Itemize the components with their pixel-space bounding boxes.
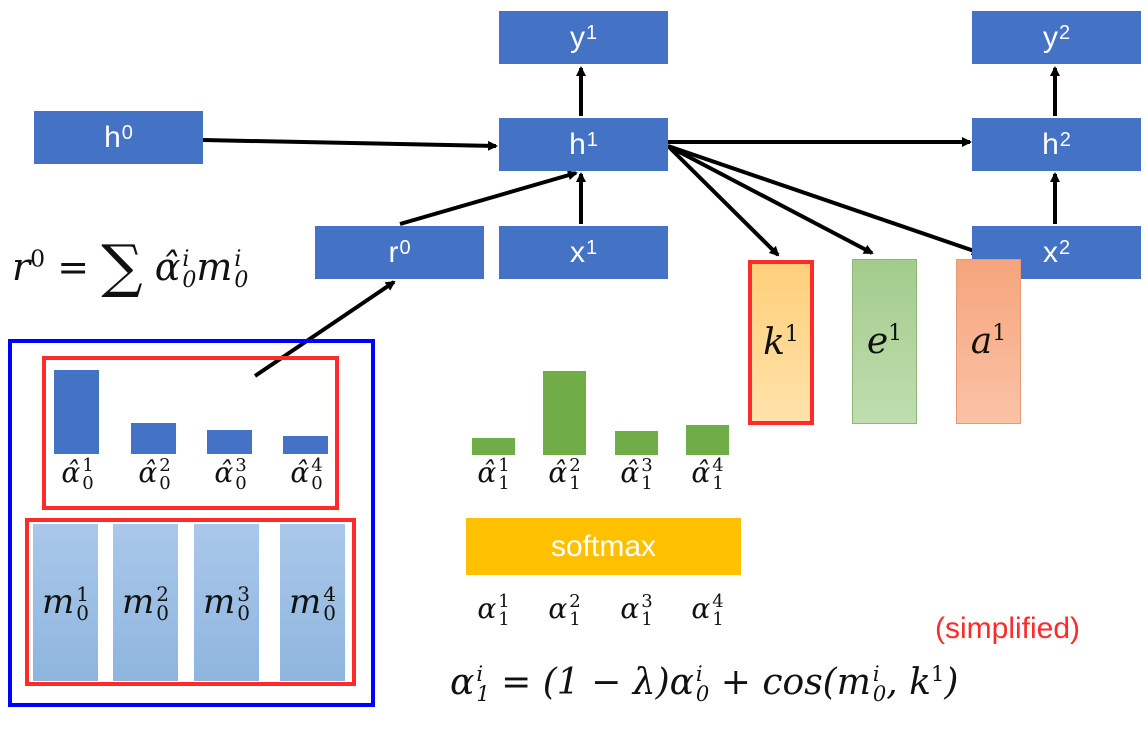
memory-cells-highlight-frame (25, 518, 356, 686)
key-vector-k1: k1 (748, 260, 814, 425)
softmax-box: softmax (466, 518, 741, 575)
erase-vector-e1: e1 (852, 259, 917, 424)
add-vector-a1: a1 (956, 259, 1021, 424)
alpha0-highlight-frame (42, 356, 339, 510)
simplified-note: (simplified) (935, 612, 1081, 645)
alpha0-hat-bar-3 (207, 430, 252, 454)
alpha1-hat-bar-4 (686, 425, 729, 455)
alpha0-hat-bar-2 (131, 423, 176, 454)
arrow-h1-a1 (667, 144, 982, 256)
arrow-h1-e1 (667, 144, 874, 255)
alpha1-hat-bar-1 (472, 438, 515, 455)
alpha0-hat-bar-1 (54, 370, 99, 454)
alpha1-hat-bar-3 (615, 431, 658, 455)
arrow-h0-h1 (202, 138, 498, 151)
memory-module-frame (8, 339, 375, 707)
arrow-h1-k1 (666, 144, 780, 257)
alpha0-hat-bar-4 (283, 436, 328, 454)
alpha1-hat-bar-2 (543, 371, 586, 455)
arrow-alpha-r0 (253, 280, 396, 378)
arrow-r0-h1 (399, 170, 578, 226)
